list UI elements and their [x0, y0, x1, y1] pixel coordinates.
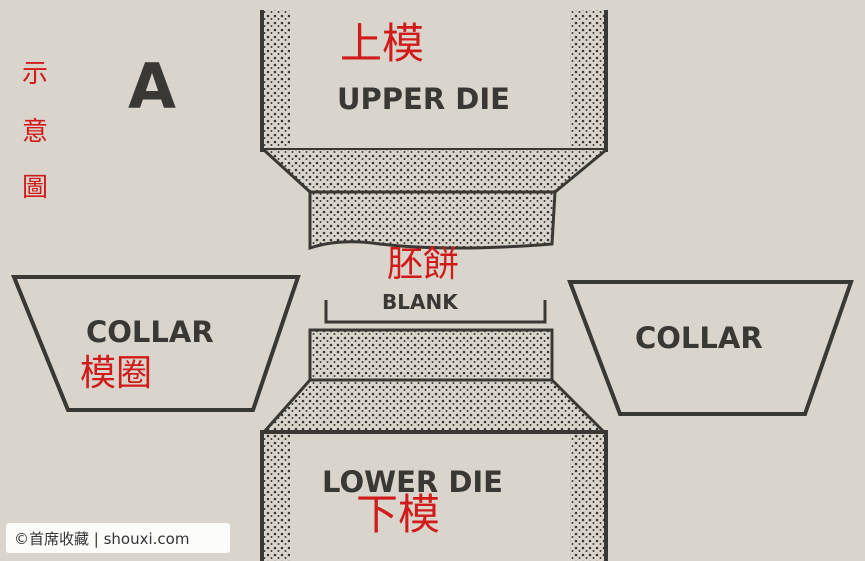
blank-label: BLANK	[382, 290, 459, 314]
upper-die-label: UPPER DIE	[337, 82, 510, 116]
collar-left-label-cn: 模圈	[80, 353, 152, 394]
side-caption-char-2: 意	[22, 117, 48, 147]
collar-left-label: COLLAR	[86, 315, 214, 349]
blank-label-cn: 胚餅	[387, 244, 459, 285]
lower-die-label: LOWER DIE	[322, 465, 503, 499]
figure-letter: A	[128, 50, 176, 123]
side-caption-char-1: 示	[22, 59, 48, 89]
upper-die-label-cn: 上模	[340, 19, 424, 68]
upper-die	[260, 10, 608, 251]
collar-right-shape	[567, 280, 854, 416]
lower-die	[260, 328, 608, 561]
side-caption-char-3: 圖	[22, 173, 48, 203]
watermark: ©首席收藏 | shouxi.com	[6, 523, 230, 553]
collar-right-label: COLLAR	[635, 321, 763, 355]
lower-die-label-cn: 下模	[356, 490, 440, 539]
watermark-text: ©首席收藏 | shouxi.com	[14, 529, 190, 548]
blank-disc	[324, 292, 547, 324]
collar-left-shape	[11, 275, 301, 412]
